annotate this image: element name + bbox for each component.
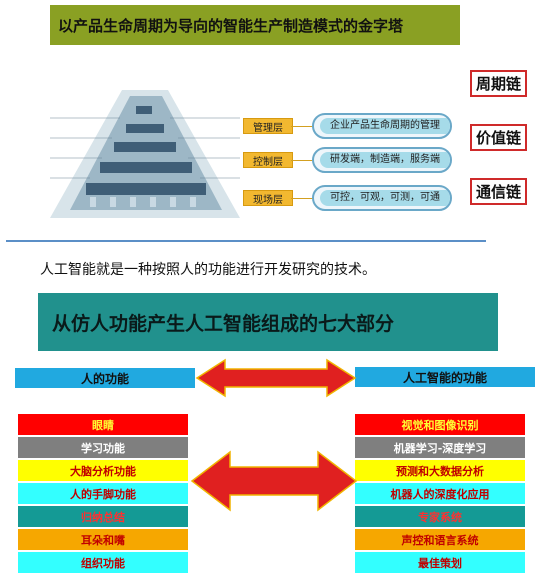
oval-field: 可控，可观，可测，可通 xyxy=(312,185,452,211)
connector-line xyxy=(291,126,313,127)
layer-tag-management: 管理层 xyxy=(243,118,293,134)
section-title-text: 从仿人功能产生人工智能组成的七大部分 xyxy=(52,312,395,335)
human-function-item: 组织功能 xyxy=(18,552,188,573)
oval-field-text: 可控，可观，可测，可通 xyxy=(320,190,450,206)
intro-text: 人工智能就是一种按照人的功能进行开发研究的技术。 xyxy=(40,262,376,278)
chain-communication: 通信链 xyxy=(470,178,528,205)
ai-function-item: 预测和大数据分析 xyxy=(355,460,525,481)
human-function-item: 归纳总结 xyxy=(18,506,188,527)
chain-value: 价值链 xyxy=(470,124,528,151)
oval-control: 研发端，制造端，服务端 xyxy=(312,147,452,173)
ai-function-item: 声控和语言系统 xyxy=(355,529,525,550)
divider xyxy=(6,240,486,242)
double-arrow-icon xyxy=(195,358,357,398)
oval-control-text: 研发端，制造端，服务端 xyxy=(320,152,450,168)
ai-function-item: 最佳策划 xyxy=(355,552,525,573)
connector-line xyxy=(291,198,313,199)
section-title: 从仿人功能产生人工智能组成的七大部分 xyxy=(38,293,498,351)
human-function-item: 学习功能 xyxy=(18,437,188,458)
ai-function-item: 机器学习-深度学习 xyxy=(355,437,525,458)
oval-management-text: 企业产品生命周期的管理 xyxy=(320,118,450,134)
human-function-item: 眼睛 xyxy=(18,414,188,435)
ai-function-item: 视觉和图像识别 xyxy=(355,414,525,435)
pyramid-graphic xyxy=(50,90,240,218)
oval-management: 企业产品生命周期的管理 xyxy=(312,113,452,139)
ai-function-item: 专家系统 xyxy=(355,506,525,527)
ai-function-item: 机器人的深度化应用 xyxy=(355,483,525,504)
top-banner: 以产品生命周期为导向的智能生产制造模式的金字塔 xyxy=(50,5,460,45)
human-function-item: 人的手脚功能 xyxy=(18,483,188,504)
ai-functions-list: 视觉和图像识别机器学习-深度学习预测和大数据分析机器人的深度化应用专家系统声控和… xyxy=(355,414,525,575)
layer-tag-control: 控制层 xyxy=(243,152,293,168)
banner-title: 以产品生命周期为导向的智能生产制造模式的金字塔 xyxy=(58,16,404,35)
double-arrow-icon xyxy=(190,450,358,512)
header-human-functions: 人的功能 xyxy=(15,368,195,388)
human-functions-list: 眼睛学习功能大脑分析功能人的手脚功能归纳总结耳朵和嘴组织功能 xyxy=(18,414,188,575)
human-function-item: 耳朵和嘴 xyxy=(18,529,188,550)
connector-line xyxy=(291,160,313,161)
chain-lifecycle: 周期链 xyxy=(470,70,528,97)
header-ai-functions: 人工智能的功能 xyxy=(355,367,535,387)
human-function-item: 大脑分析功能 xyxy=(18,460,188,481)
layer-tag-field: 现场层 xyxy=(243,190,293,206)
